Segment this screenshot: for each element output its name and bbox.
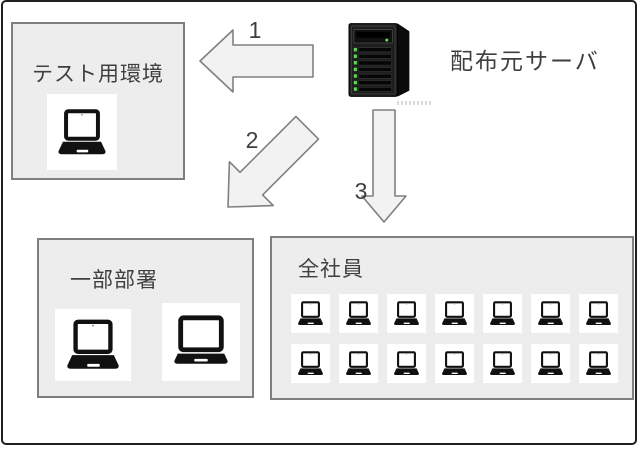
laptop-icon — [387, 344, 426, 383]
watermark — [397, 101, 433, 105]
laptop-icon — [162, 303, 240, 381]
test-environment-label: テスト用環境 — [32, 63, 164, 86]
laptop-icon — [291, 294, 330, 333]
server-label: 配布元サーバ — [450, 48, 600, 74]
laptop-icon — [339, 294, 378, 333]
all-employees-laptop-grid — [291, 294, 618, 383]
laptop-icon — [339, 344, 378, 383]
laptop-icon — [531, 344, 570, 383]
box-test-environment: テスト用環境 — [11, 22, 185, 180]
laptop-icon — [531, 294, 570, 333]
laptop-icon — [435, 294, 474, 333]
laptop-icon — [291, 344, 330, 383]
arrow-2-to-partial-department — [227, 115, 320, 208]
server-tower-icon — [348, 19, 412, 100]
arrow-1-label: 1 — [248, 17, 262, 43]
arrow-3-to-all-employees — [361, 109, 407, 223]
partial-department-label: 一部部署 — [70, 269, 158, 292]
laptop-icon — [483, 294, 522, 333]
laptop-icon — [435, 344, 474, 383]
laptop-icon — [47, 94, 117, 170]
arrow-3-label: 3 — [354, 178, 368, 204]
laptop-icon — [55, 309, 131, 381]
laptop-icon — [579, 344, 618, 383]
server-power-led — [385, 38, 389, 42]
box-partial-department: 一部部署 — [37, 238, 254, 398]
server-drive-bays — [353, 47, 392, 92]
laptop-icon — [387, 294, 426, 333]
all-employees-label: 全社員 — [298, 258, 364, 281]
box-all-employees: 全社員 — [270, 236, 634, 400]
laptop-icon — [483, 344, 522, 383]
laptop-icon — [579, 294, 618, 333]
arrow-2-label: 2 — [245, 127, 259, 153]
